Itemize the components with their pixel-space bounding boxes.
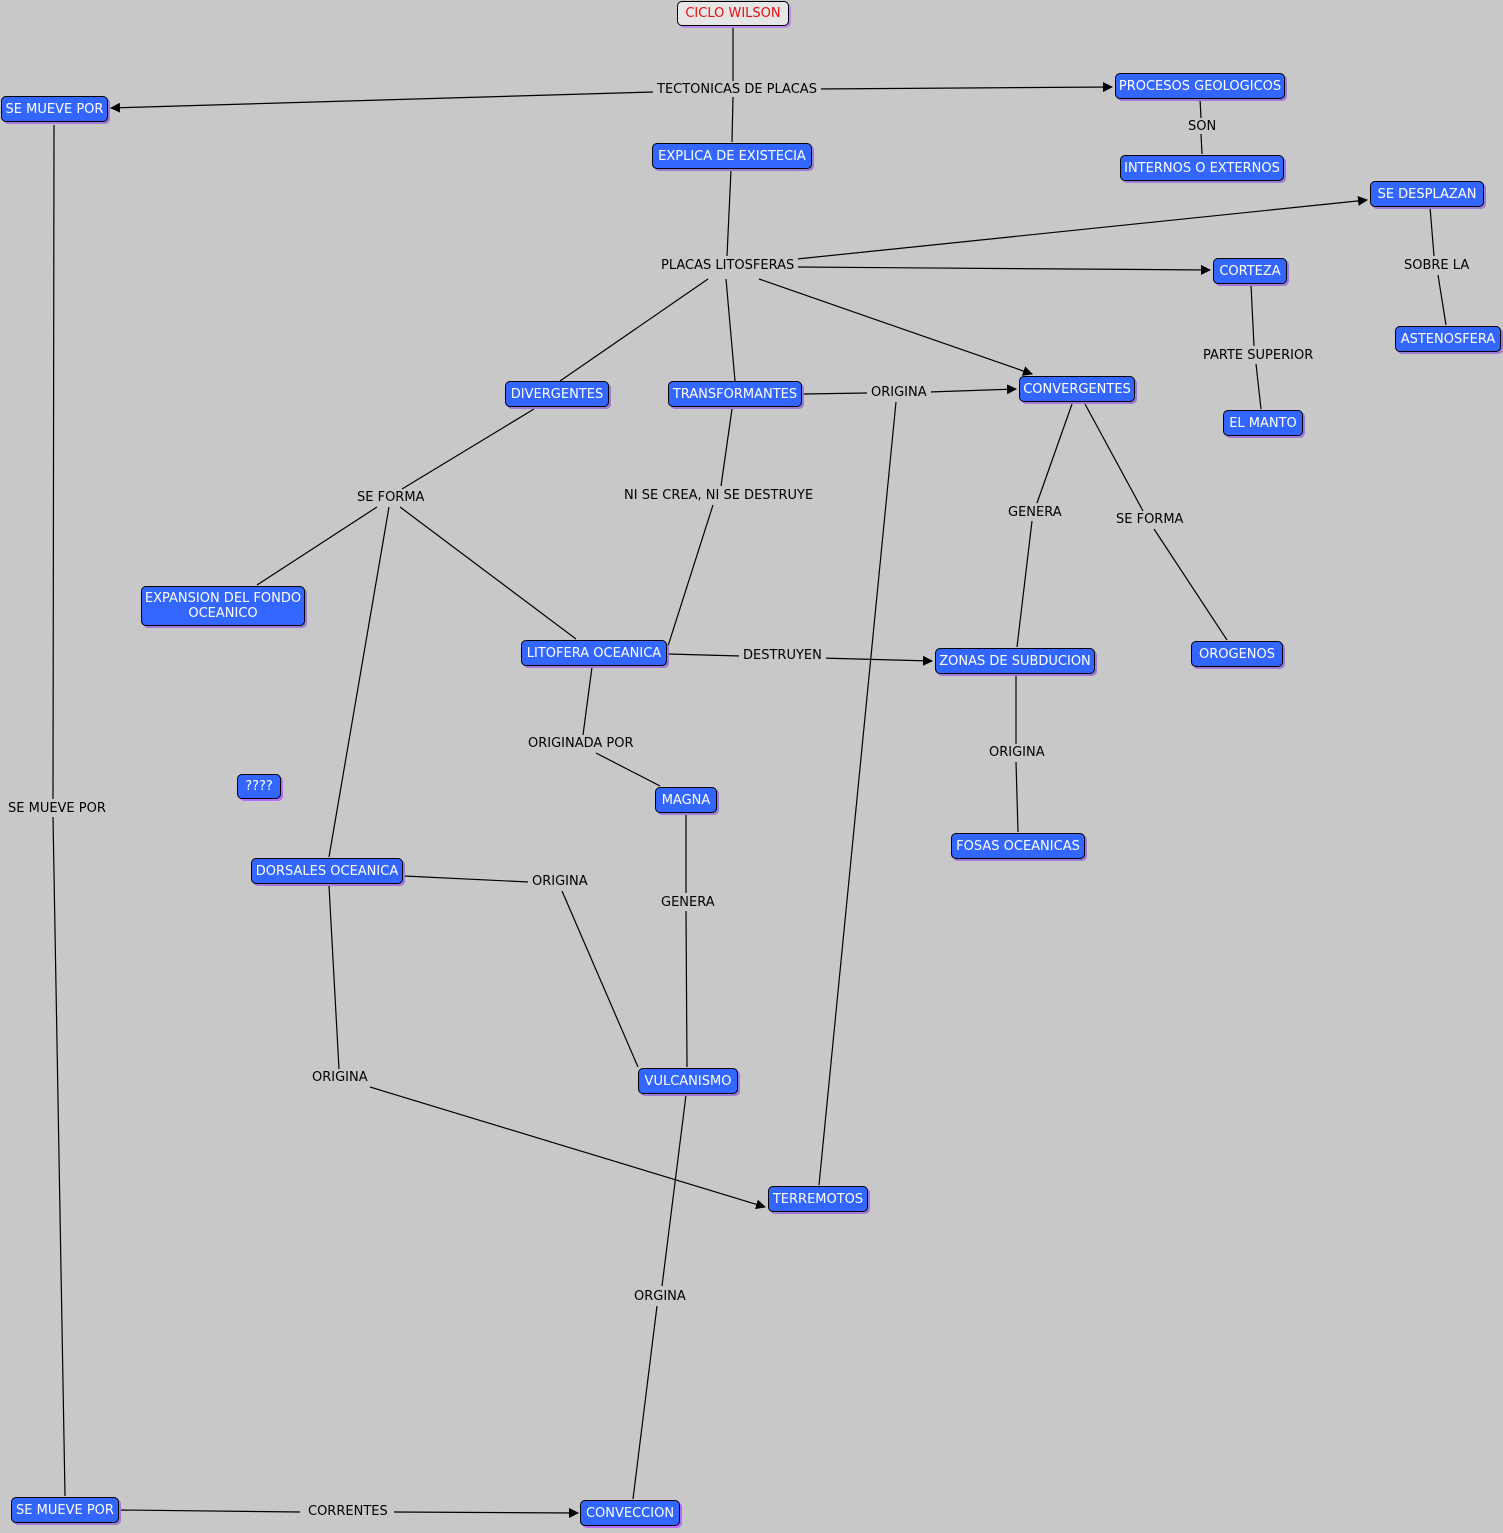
link-label-origina-zonas[interactable]: ORIGINA xyxy=(985,745,1049,760)
link-label-parte-superior[interactable]: PARTE SUPERIOR xyxy=(1199,348,1318,363)
node-transformantes[interactable]: TRANSFORMANTES xyxy=(668,381,802,407)
link-label-tectonicas-de-placas[interactable]: TECTONICAS DE PLACAS xyxy=(653,82,821,97)
link-label-se-forma-divergentes[interactable]: SE FORMA xyxy=(353,490,429,505)
node-orogenos[interactable]: OROGENOS xyxy=(1191,641,1283,667)
node-procesos-geologicos[interactable]: PROCESOS GEOLOGICOS xyxy=(1115,73,1285,99)
node-explica-de-existecia[interactable]: EXPLICA DE EXISTECIA xyxy=(652,143,812,169)
link-label-orgina[interactable]: ORGINA xyxy=(630,1289,690,1304)
link-label-destruyen[interactable]: DESTRUYEN xyxy=(739,648,826,663)
link-label-origina-dorsales[interactable]: ORIGINA xyxy=(528,874,592,889)
node-se-desplazan[interactable]: SE DESPLAZAN xyxy=(1370,181,1484,207)
link-label-originada-por[interactable]: ORIGINADA POR xyxy=(524,736,638,751)
link-label-sobre-la[interactable]: SOBRE LA xyxy=(1400,258,1474,273)
link-label-ni-se-crea[interactable]: NI SE CREA, NI SE DESTRUYE xyxy=(620,488,818,503)
node-conveccion[interactable]: CONVECCION xyxy=(580,1500,680,1526)
node-corteza[interactable]: CORTEZA xyxy=(1213,258,1287,284)
link-label-son[interactable]: SON xyxy=(1184,119,1221,134)
node-vulcanismo[interactable]: VULCANISMO xyxy=(638,1068,738,1094)
node-astenosfera[interactable]: ASTENOSFERA xyxy=(1395,326,1501,352)
node-zonas-de-subducion[interactable]: ZONAS DE SUBDUCION xyxy=(935,648,1095,674)
node-convergentes[interactable]: CONVERGENTES xyxy=(1019,376,1135,402)
node-se-mueve-por-top[interactable]: SE MUEVE POR xyxy=(1,96,108,122)
node-magna[interactable]: MAGNA xyxy=(655,787,717,813)
node-internos-o-externos[interactable]: INTERNOS O EXTERNOS xyxy=(1120,155,1284,181)
node-se-mueve-por-bottom[interactable]: SE MUEVE POR xyxy=(11,1497,119,1523)
node-fosas-oceanicas[interactable]: FOSAS OCEANICAS xyxy=(951,833,1085,859)
node-divergentes[interactable]: DIVERGENTES xyxy=(505,381,609,407)
node-dorsales-oceanica[interactable]: DORSALES OCEANICA xyxy=(251,858,403,884)
link-label-origina-terremotos[interactable]: ORIGINA xyxy=(308,1070,372,1085)
link-label-origina-convergentes[interactable]: ORIGINA xyxy=(867,385,931,400)
link-label-se-mueve-por[interactable]: SE MUEVE POR xyxy=(4,801,110,816)
node-el-manto[interactable]: EL MANTO xyxy=(1223,410,1303,436)
node-expansion-del-fondo-oceanico[interactable]: EXPANSION DEL FONDO OCEANICO xyxy=(141,586,305,626)
node-litofera-oceanica[interactable]: LITOFERA OCEANICA xyxy=(521,640,667,666)
link-label-se-forma-convergentes[interactable]: SE FORMA xyxy=(1112,512,1188,527)
node-ciclo-wilson[interactable]: CICLO WILSON xyxy=(677,1,789,26)
link-label-correntes[interactable]: CORRENTES xyxy=(304,1504,392,1519)
node-terremotos[interactable]: TERREMOTOS xyxy=(768,1186,868,1212)
link-label-genera-convergentes[interactable]: GENERA xyxy=(1004,505,1066,520)
link-label-placas-litosferas[interactable]: PLACAS LITOSFERAS xyxy=(657,258,799,273)
node-unknown[interactable]: ???? xyxy=(237,774,281,799)
link-label-genera-magna[interactable]: GENERA xyxy=(657,895,719,910)
